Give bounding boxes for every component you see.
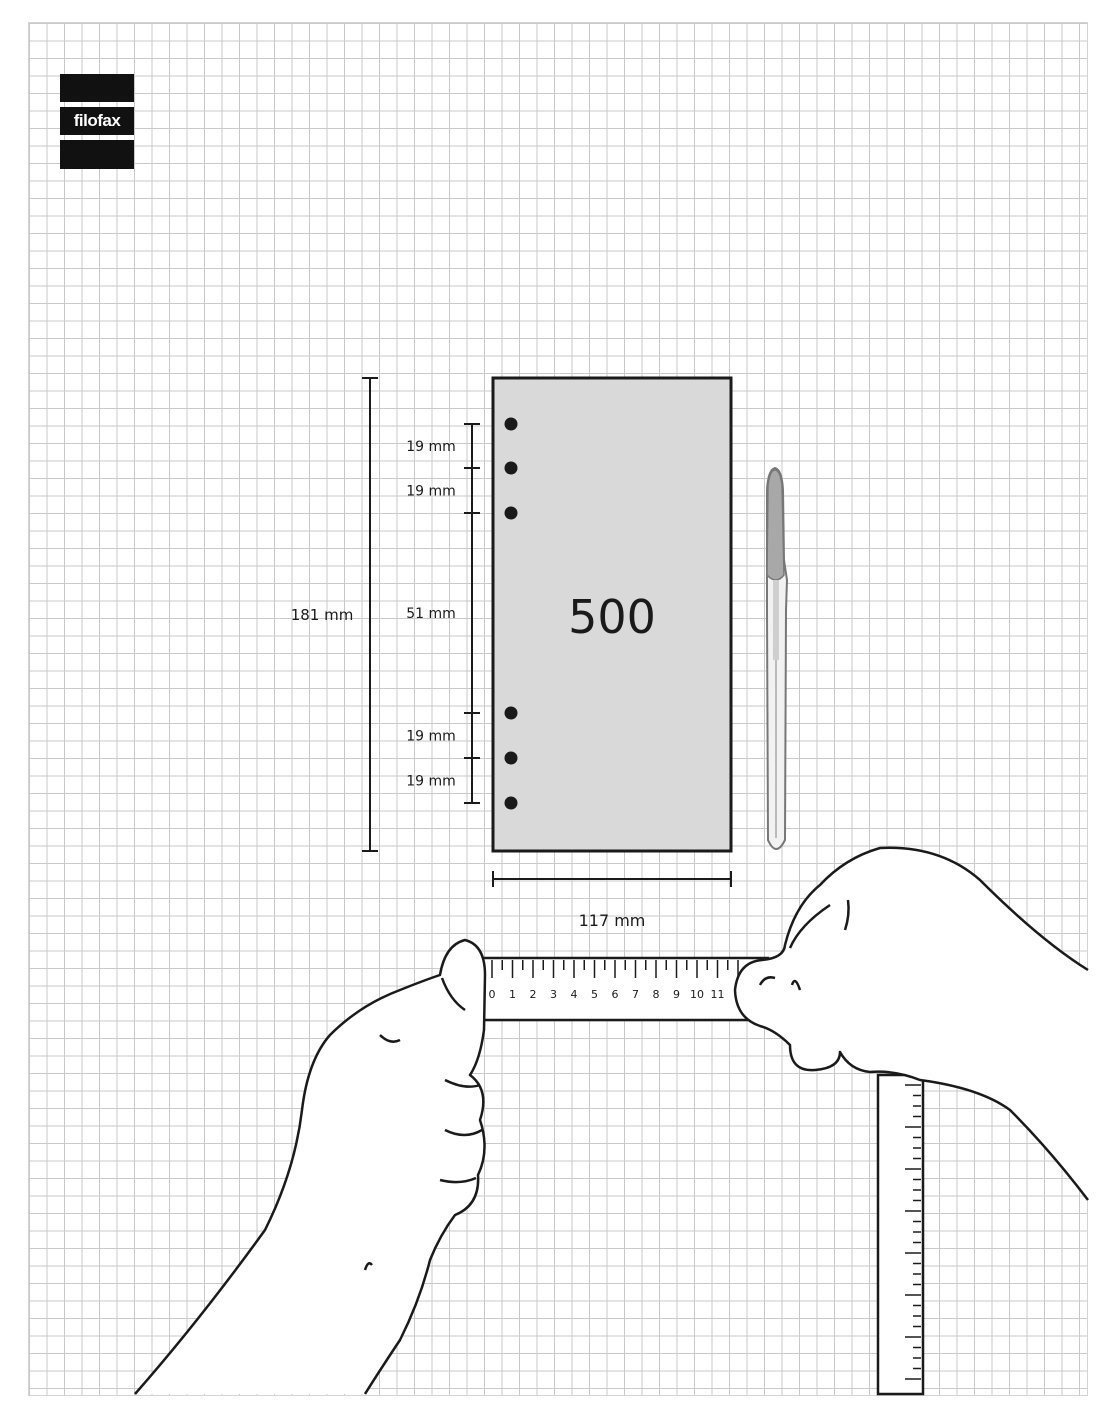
ruler-number: 8: [653, 988, 660, 1001]
vertical-ruler: [876, 1073, 925, 1396]
hole-spacing-label: 19 mm: [406, 484, 456, 500]
right-hand: [733, 846, 1089, 1201]
left-hand: [134, 938, 487, 1395]
ruler-number: 2: [530, 988, 537, 1001]
brand-logo-text: filofax: [73, 111, 121, 130]
width-dimension: [492, 871, 732, 887]
ruler-number: 0: [489, 988, 496, 1001]
hole-spacing-label: 19 mm: [406, 439, 456, 455]
ruler-number: 4: [571, 988, 578, 1001]
hole-spacing-label: 51 mm: [406, 606, 456, 622]
hole-spacing-dimension: 19 mm 19 mm 51 mm 19 mm 19 mm: [406, 423, 480, 804]
hole-spacing-label: 19 mm: [406, 774, 456, 790]
ruler-number: 9: [673, 988, 680, 1001]
binder-hole: [504, 796, 518, 810]
binder-hole: [504, 706, 518, 720]
ruler-number: 6: [612, 988, 619, 1001]
binder-hole: [504, 417, 518, 431]
height-label: 181 mm: [291, 606, 354, 624]
binder-hole: [504, 506, 518, 520]
page-size-number: 500: [568, 590, 656, 644]
height-dimension: [362, 377, 378, 852]
ruler-number: 3: [550, 988, 557, 1001]
brand-logo: filofax: [60, 74, 134, 169]
pen-illustration: [766, 466, 789, 850]
ruler-number: 10: [690, 988, 704, 1001]
ruler-number: 7: [632, 988, 639, 1001]
ruler-number: 1: [509, 988, 516, 1001]
ruler-number: 5: [591, 988, 598, 1001]
ruler-number: 11: [711, 988, 725, 1001]
binder-holes: [504, 417, 518, 810]
hole-spacing-label: 19 mm: [406, 729, 456, 745]
width-label: 117 mm: [579, 911, 646, 930]
organizer-page: [491, 376, 733, 853]
binder-hole: [504, 751, 518, 765]
binder-hole: [504, 461, 518, 475]
